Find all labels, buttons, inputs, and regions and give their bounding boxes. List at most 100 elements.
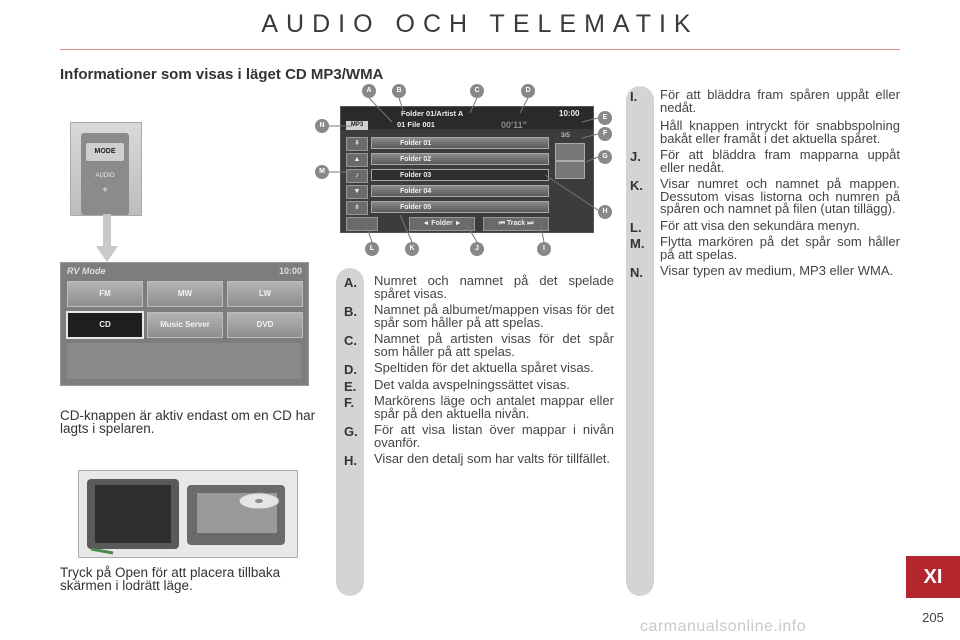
callout-g: G: [598, 150, 612, 164]
legend-key: C.: [344, 333, 357, 348]
middle-legend-list: A. Numret och namnet på det spelade spåre…: [344, 273, 614, 470]
legend-text: För att bläddra fram spåren uppåt eller …: [660, 87, 900, 115]
right-column-bar: [626, 86, 654, 596]
callout-i: I: [537, 242, 551, 256]
page-number: 205: [922, 610, 944, 625]
legend-text: Det valda avspelningssättet visas.: [374, 376, 570, 392]
legend-key: L.: [630, 219, 642, 235]
screen-and-cd-illustration: [87, 479, 285, 555]
callout-b: B: [392, 84, 406, 98]
legend-extra-text: Håll knappen intryckt för snabbspolning …: [660, 118, 900, 146]
legend-text: Visar den detalj som har valts för tillf…: [374, 451, 611, 466]
file-title: 01 File 001: [397, 120, 435, 129]
legend-key: B.: [344, 304, 357, 319]
legend-item: N. Visar typen av medium, MP3 eller WMA.: [630, 263, 900, 280]
legend-key: A.: [344, 275, 357, 290]
legend-text: Markörens läge och antalet mappar eller …: [374, 393, 614, 421]
cd-mp3-screen: MP3 Folder 01/Artist A 01 File 001 00'11…: [340, 106, 594, 233]
audio-label: AUDIO: [95, 173, 115, 179]
page-title: AUDIO OCH TELEMATIK: [261, 10, 699, 38]
callout-k: K: [405, 242, 419, 256]
callout-a: A: [362, 84, 376, 98]
scroll-top-button: ⇞: [346, 137, 368, 151]
scroll-bottom-button: ⇟: [346, 201, 368, 215]
callout-e: E: [598, 111, 612, 125]
legend-key: I.: [630, 89, 638, 104]
legend-item: L. För att visa den sekundära menyn.: [630, 217, 900, 235]
callout-f: F: [598, 127, 612, 141]
scroll-down-button: ▼: [346, 185, 368, 199]
legend-text: Numret och namnet på det spelade spåret …: [374, 273, 614, 301]
rv-button-mw: MW: [147, 281, 223, 307]
legend-text: Visar numret och namnet på mappen. Dessu…: [660, 176, 900, 216]
elapsed-time: 00'11": [501, 120, 527, 130]
repeat-mode-icon: [555, 143, 585, 161]
folder-row: Folder 02: [371, 153, 549, 165]
legend-key: J.: [630, 149, 641, 164]
legend-text: Namnet på albumet/mappen visas för det s…: [374, 302, 614, 330]
chapter-tab: XI: [906, 556, 960, 598]
watermark: carmanualsonline.info: [640, 618, 807, 635]
legend-item: A. Numret och namnet på det spelade spåre…: [344, 273, 614, 301]
track-nav-label: Track: [506, 220, 526, 227]
legend-key: F.: [344, 395, 355, 410]
callout-d: D: [521, 84, 535, 98]
mode-button-label: MODE: [86, 143, 124, 161]
legend-item: K. Visar numret och namnet på mappen. Des…: [630, 176, 900, 216]
mode-button-photo: MODE AUDIO +: [70, 122, 142, 216]
legend-item: H. Visar den detalj som har valts för til…: [344, 451, 614, 468]
legend-key: K.: [630, 178, 643, 193]
folder-row: Folder 03: [371, 169, 549, 181]
callout-j: J: [470, 242, 484, 256]
legend-text: Visar typen av medium, MP3 eller WMA.: [660, 263, 894, 278]
legend-key: G.: [344, 424, 358, 439]
folder-row: Folder 04: [371, 185, 549, 197]
open-caption: Tryck på Open för att placera tillbaka s…: [60, 565, 281, 593]
legend-item: E. Det valda avspelningssättet visas.: [344, 376, 614, 394]
folder-nav-label: Folder: [431, 220, 453, 227]
legend-item: D. Speltiden för det aktuella spåret visa…: [344, 360, 614, 377]
legend-key: E.: [344, 378, 357, 394]
mp3-badge: MP3: [346, 121, 368, 130]
legend-text: För att visa listan över mappar i nivån …: [374, 422, 614, 450]
callout-h: H: [598, 205, 612, 219]
legend-item: C. Namnet på artisten visas för det spår …: [344, 331, 614, 359]
folder-row: Folder 05: [371, 201, 549, 213]
rv-mode-screen: RV Mode 10:00 FM MW LW CD Music Server D…: [60, 262, 309, 386]
rv-button-music-server: Music Server: [147, 312, 223, 338]
secondary-menu-button: [346, 217, 378, 231]
legend-text: För att bläddra fram mapparna uppåt elle…: [660, 147, 900, 175]
right-legend-list: I. För att bläddra fram spåren uppåt elle…: [630, 87, 900, 282]
folder-row: Folder 01: [371, 137, 549, 149]
legend-item: J. För att bläddra fram mapparna uppåt el…: [630, 147, 900, 175]
legend-item: F. Markörens läge och antalet mappar elle…: [344, 393, 614, 421]
legend-text: För att visa den sekundära menyn.: [660, 217, 861, 233]
rv-button-fm: FM: [67, 281, 143, 307]
legend-text: Speltiden för det aktuella spåret visas.: [374, 360, 594, 375]
legend-key: D.: [344, 362, 357, 377]
rv-button-cd: CD: [66, 311, 144, 339]
scroll-up-button: ▲: [346, 153, 368, 167]
position-count: 3/5: [561, 132, 571, 139]
rv-mode-title: RV Mode: [67, 266, 106, 276]
parent-folder-icon: [555, 161, 585, 179]
folder-artist-title: Folder 01/Artist A: [401, 109, 464, 118]
section-heading: Informationer som visas i läget CD MP3/W…: [60, 66, 384, 83]
callout-n: N: [315, 119, 329, 133]
cd-caption: CD-knappen är aktiv endast om en CD har …: [60, 408, 316, 436]
legend-text: Namnet på artisten visas för det spår so…: [374, 331, 614, 359]
rv-button-dvd: DVD: [227, 312, 303, 338]
callout-c: C: [470, 84, 484, 98]
legend-key: N.: [630, 265, 643, 280]
cd-slot-photo: [78, 470, 298, 558]
legend-key: H.: [344, 453, 357, 468]
track-nav-button: ⏮ Track ⏭: [483, 217, 549, 231]
header-divider: [60, 49, 900, 50]
clock: 10:00: [559, 109, 580, 118]
legend-text: Flytta markören på det spår som håller p…: [660, 234, 900, 262]
rv-button-lw: LW: [227, 281, 303, 307]
callout-m: M: [315, 165, 329, 179]
plus-label: +: [102, 185, 108, 196]
legend-item: B. Namnet på albumet/mappen visas för det…: [344, 302, 614, 330]
